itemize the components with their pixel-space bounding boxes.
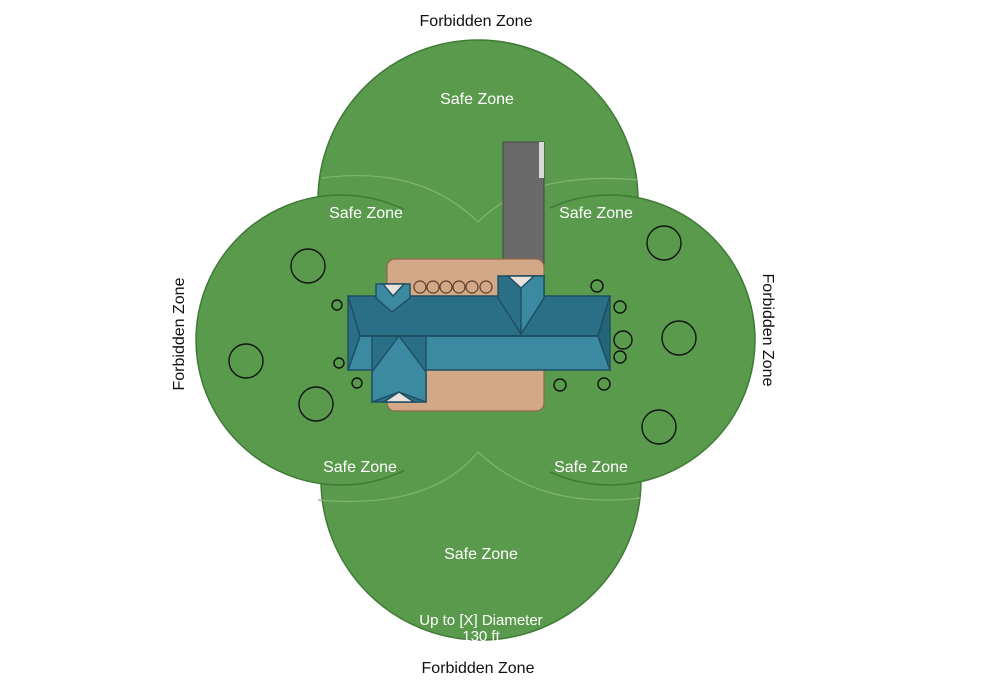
seam-top-left (321, 175, 479, 223)
safe-zone-upper-right-label: Safe Zone (559, 205, 633, 222)
stool (465, 280, 479, 294)
roof-right-hip (597, 295, 611, 371)
safe-zone-lower-left-label: Safe Zone (323, 459, 397, 476)
tree (228, 343, 264, 379)
trees (228, 225, 697, 445)
forbidden-zone-top-label: Forbidden Zone (420, 13, 533, 30)
seam-bottom-left (317, 451, 479, 503)
tree (298, 386, 334, 422)
roof-left-wing-gable (381, 391, 417, 403)
driveway-edge (539, 142, 544, 178)
stool (452, 280, 466, 294)
safe-zone-top-label: Safe Zone (440, 91, 514, 108)
forbidden-zone-right-label: Forbidden Zone (759, 274, 776, 387)
shrub (553, 378, 567, 392)
shrub (613, 350, 627, 364)
stool (426, 280, 440, 294)
tree (646, 225, 682, 261)
safe-zone-upper-left-label: Safe Zone (329, 205, 403, 222)
shrub (613, 330, 633, 350)
diameter-label-line1: Up to [X] Diameter (419, 612, 542, 629)
shrub (590, 279, 604, 293)
roof-gable-right-tip (506, 275, 536, 289)
forbidden-zone-bottom-label: Forbidden Zone (422, 660, 535, 677)
stool (413, 280, 427, 294)
safe-zone-bottom-label: Safe Zone (444, 546, 518, 563)
house-roof (347, 275, 611, 404)
roof-left-hip (347, 295, 361, 371)
roof-gable-right-face (520, 275, 545, 337)
safe-zone-lower-right-label: Safe Zone (554, 459, 628, 476)
shrub (351, 377, 363, 389)
forbidden-zone-left-label: Forbidden Zone (171, 277, 188, 390)
stool (479, 280, 493, 294)
shrub (331, 299, 343, 311)
roof-dormer-left-gable (381, 283, 406, 298)
tree (641, 409, 677, 445)
diameter-label-line2: 130 ft (462, 628, 500, 645)
tree (290, 248, 326, 284)
stool (439, 280, 453, 294)
tree (661, 320, 697, 356)
shrub (333, 357, 345, 369)
patio-stools (413, 280, 493, 294)
shrub (597, 377, 611, 391)
shrub (613, 300, 627, 314)
seam-bottom-right (477, 451, 641, 501)
